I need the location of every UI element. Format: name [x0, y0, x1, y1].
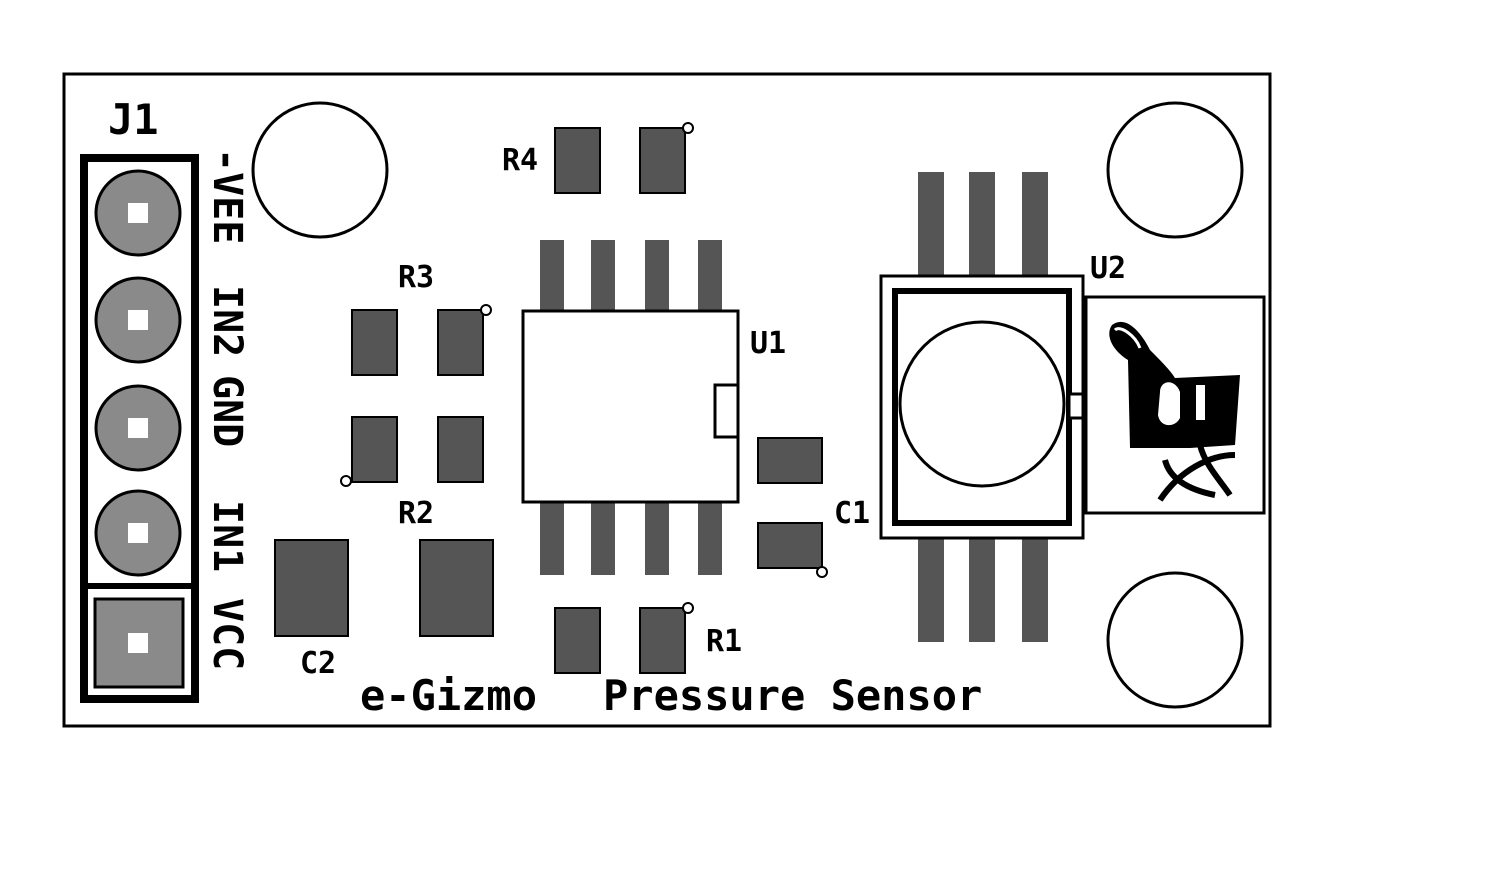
j1-pin-1-drill [128, 203, 148, 223]
u2-pin-top-1 [918, 172, 944, 277]
ic-u1 [521, 240, 740, 575]
pin-label-vee: -VEE [204, 148, 250, 244]
resistor-r4 [554, 122, 694, 194]
u2-port [898, 320, 1066, 488]
c2-pad-2 [419, 539, 494, 637]
r3-pin1-marker [480, 304, 492, 316]
u1-body [521, 309, 740, 504]
j1-pin-3-drill [128, 418, 148, 438]
mounting-hole-top-left [251, 101, 389, 239]
r4-designator: R4 [502, 143, 538, 178]
r2-pad-2 [437, 416, 484, 483]
j1-designator: J1 [108, 95, 159, 144]
r2-pad-1 [351, 416, 398, 483]
logo-highlight [1113, 327, 1142, 349]
r2-designator: R2 [398, 496, 434, 531]
r3-pad-1 [351, 309, 398, 376]
u1-pin-top-2 [591, 240, 615, 310]
capacitor-c1 [757, 437, 828, 578]
mounting-hole-bottom-right [1106, 571, 1244, 709]
r1-pad-1 [554, 607, 601, 674]
u2-pin-top-2 [969, 172, 995, 277]
r4-pad-1 [554, 127, 601, 194]
r1-pad-2 [639, 607, 686, 674]
capacitor-c2 [274, 539, 494, 637]
c1-pad-2 [757, 522, 823, 569]
pin-label-in2: IN2 [204, 285, 250, 357]
r4-pin1-marker [682, 122, 694, 134]
r3-designator: R3 [398, 260, 434, 295]
c2-pad-1 [274, 539, 349, 637]
resistor-r1 [554, 602, 694, 674]
u1-designator: U1 [750, 326, 786, 361]
c1-designator: C1 [834, 496, 870, 531]
r1-designator: R1 [706, 624, 742, 659]
u1-notch [713, 383, 740, 439]
c2-designator: C2 [300, 646, 336, 681]
resistor-r3 [351, 304, 492, 376]
u2-pin-top-3 [1022, 172, 1048, 277]
c1-pad-1 [757, 437, 823, 484]
u1-pin-bottom-1 [540, 503, 564, 575]
u2-pin-bottom-3 [1022, 537, 1048, 642]
mounting-hole-top-right [1106, 101, 1244, 239]
pin-label-vcc: VCC [204, 598, 250, 670]
e-gizmo-logo [1084, 295, 1266, 515]
c1-pin1-marker [816, 566, 828, 578]
logo-eye [1158, 382, 1180, 426]
u1-pin-top-1 [540, 240, 564, 310]
u2-port-notch [1067, 392, 1085, 420]
r2-pin1-marker [340, 475, 352, 487]
u1-pin-bottom-2 [591, 503, 615, 575]
sensor-u2 [879, 172, 1085, 642]
u1-pin-bottom-4 [698, 503, 722, 575]
r1-pin1-marker [682, 602, 694, 614]
r4-pad-2 [639, 127, 686, 194]
connector-j1 [80, 154, 199, 703]
pin-label-in1: IN1 [204, 500, 250, 572]
u2-pin-bottom-2 [969, 537, 995, 642]
r3-pad-2 [437, 309, 484, 376]
u2-pin-bottom-1 [918, 537, 944, 642]
board-title-left: e-Gizmo [360, 671, 537, 720]
pin-label-gnd: GND [204, 375, 250, 447]
j1-pin-5-drill [128, 633, 148, 653]
logo-legs [1157, 444, 1236, 502]
resistor-r2 [340, 416, 484, 487]
j1-pin-4-drill [128, 523, 148, 543]
u1-pin-bottom-3 [645, 503, 669, 575]
u1-pin-top-4 [698, 240, 722, 310]
j1-pin-2-drill [128, 310, 148, 330]
board-title-right: Pressure Sensor [603, 671, 982, 720]
j1-outline [80, 154, 199, 703]
u1-pin-top-3 [645, 240, 669, 310]
u2-designator: U2 [1090, 251, 1126, 286]
logo-mark [1196, 385, 1205, 420]
